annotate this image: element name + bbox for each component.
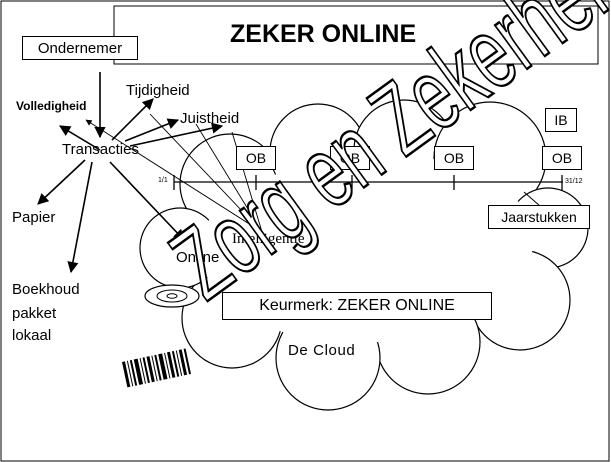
ob-marker-2: OB	[330, 146, 370, 170]
node-papier: Papier	[12, 209, 56, 226]
page-title: ZEKER ONLINE	[230, 20, 417, 48]
ob-marker-4: OB	[542, 146, 582, 170]
relation-arrows	[37, 72, 224, 274]
node-intelligentie: Intelligentie	[232, 231, 305, 247]
node-volledigheid: Volledigheid	[16, 99, 87, 113]
jaarstukken-connector	[523, 191, 541, 207]
node-juistheid: Juistheid	[180, 110, 240, 127]
barcode-icon	[122, 348, 191, 388]
timeline-start-label: 1/1	[158, 177, 168, 184]
ob-marker-3: OB	[434, 146, 474, 170]
node-jaarstukken: Jaarstukken	[488, 205, 590, 229]
node-online: Online	[176, 249, 220, 266]
node-boekhoud-line-3: lokaal	[12, 327, 52, 344]
ib-marker: IB	[545, 108, 577, 132]
node-de-cloud: De Cloud	[288, 342, 356, 359]
disc-icon	[144, 284, 200, 308]
node-boekhoud-line-1: Boekhoud	[12, 281, 80, 298]
keurmerk-box: Keurmerk: ZEKER ONLINE	[222, 292, 492, 320]
node-boekhoud-line-2: pakket	[12, 305, 57, 322]
title-frame	[113, 5, 599, 65]
node-tijdigheid: Tijdigheid	[126, 82, 190, 99]
timeline-end-label: 31/12	[565, 178, 583, 185]
node-transacties: Transacties	[62, 141, 139, 158]
ob-marker-1: OB	[236, 146, 276, 170]
timeline	[173, 175, 563, 190]
node-ondernemer: Ondernemer	[22, 36, 138, 60]
